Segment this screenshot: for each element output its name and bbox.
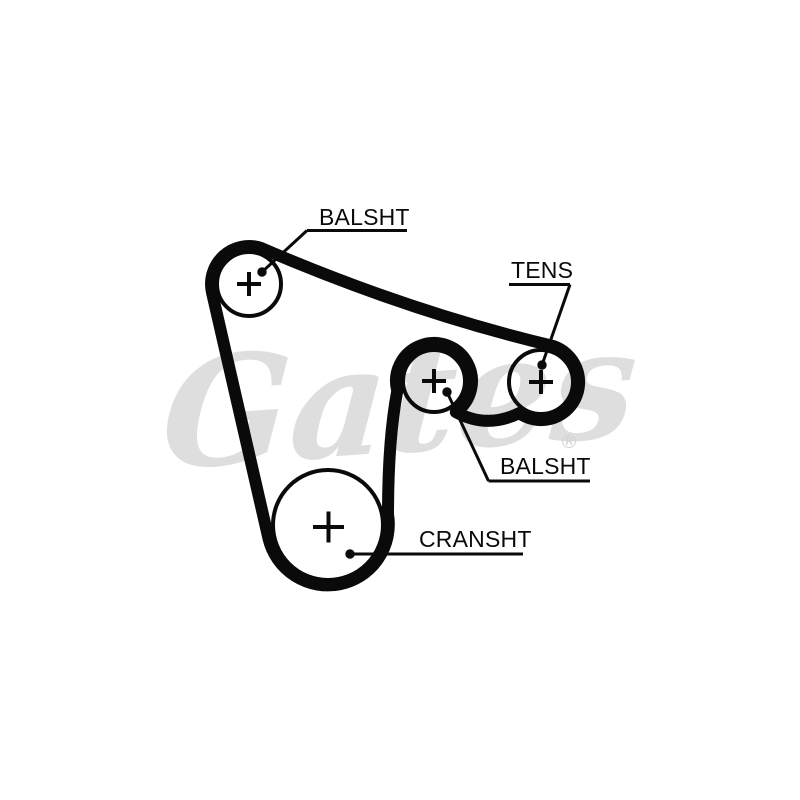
center-mark-tens <box>529 370 553 394</box>
callout-tens: TENS <box>509 257 573 370</box>
label-balsht-mid: BALSHT <box>500 453 591 479</box>
label-tens: TENS <box>511 257 573 283</box>
center-mark-balsht-top <box>237 272 261 296</box>
center-mark-cransht <box>313 511 344 543</box>
pulley-center-marks <box>237 272 553 543</box>
pulley-tens <box>507 348 575 416</box>
leader-line-balsht-mid <box>445 391 490 482</box>
leader-line-tens <box>540 284 572 366</box>
timing-belt <box>205 240 586 592</box>
callout-balsht-mid: BALSHT <box>442 387 591 483</box>
pulley-balsht-mid <box>401 348 467 414</box>
leader-line-balsht-top <box>260 229 309 274</box>
label-cransht: CRANSHT <box>419 526 532 552</box>
callout-cransht: CRANSHT <box>345 526 531 559</box>
callout-balsht-top: BALSHT <box>257 204 409 277</box>
center-mark-balsht-mid <box>422 369 446 393</box>
label-balsht-top: BALSHT <box>319 204 410 230</box>
registered-trademark-icon: ® <box>560 431 579 453</box>
